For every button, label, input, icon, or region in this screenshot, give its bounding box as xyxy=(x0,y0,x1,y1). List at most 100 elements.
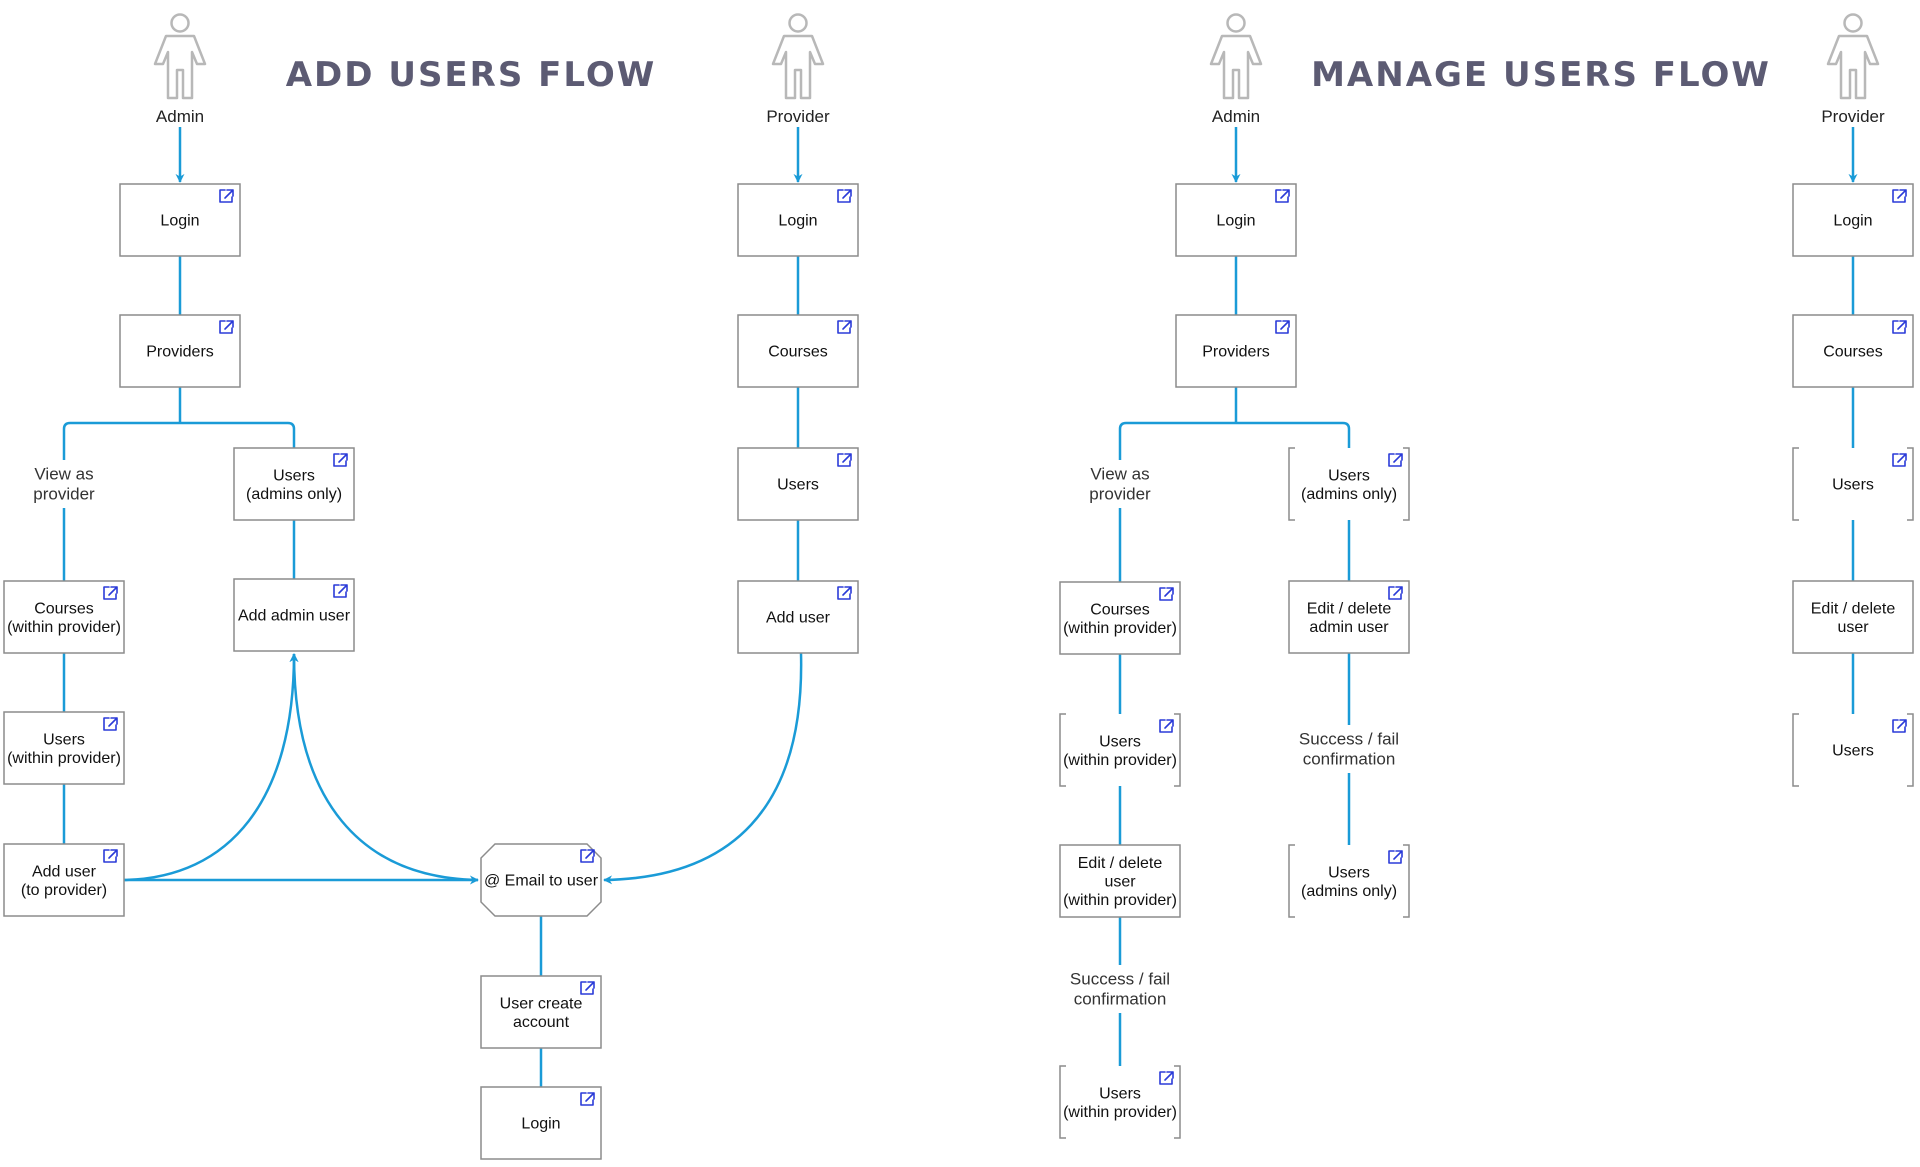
node-label: (admins only) xyxy=(246,486,342,503)
external-link-icon[interactable] xyxy=(837,189,852,203)
external-link-icon[interactable] xyxy=(1275,189,1290,203)
node-providers[interactable]: Providers xyxy=(119,314,241,388)
person-icon xyxy=(1826,34,1880,100)
node-label: (admins only) xyxy=(1301,486,1397,503)
node-login[interactable]: Login xyxy=(480,1086,602,1160)
node-label: Login xyxy=(1216,213,1255,230)
actor-provider: Provider xyxy=(1821,13,1885,126)
connector-email-addadmin xyxy=(289,653,479,882)
node-label: (to provider) xyxy=(21,882,107,899)
node-box xyxy=(119,183,241,257)
node-courses[interactable]: Courses xyxy=(737,314,859,388)
external-link-icon[interactable] xyxy=(1159,1071,1174,1085)
node-users[interactable]: Users xyxy=(737,447,859,521)
external-link-icon[interactable] xyxy=(1388,453,1403,467)
node-users[interactable]: Users xyxy=(1792,447,1914,521)
node-label: Success / fail xyxy=(1070,970,1170,989)
actor-label: Provider xyxy=(1821,107,1885,126)
external-link-icon[interactable] xyxy=(837,586,852,600)
external-link-icon[interactable] xyxy=(1892,719,1907,733)
external-link-icon[interactable] xyxy=(333,584,348,598)
connector-providers-branch xyxy=(62,387,296,466)
node-add-user-to-provider[interactable]: Add user (to provider) xyxy=(3,843,125,917)
node-brackets xyxy=(1059,1065,1181,1139)
node-label: Users xyxy=(777,477,819,494)
external-link-icon[interactable] xyxy=(1892,189,1907,203)
node-login[interactable]: Login xyxy=(1175,183,1297,257)
node-label: Users xyxy=(1832,477,1874,494)
external-link-icon[interactable] xyxy=(837,320,852,334)
node-brackets xyxy=(1288,844,1410,918)
external-link-icon[interactable] xyxy=(580,981,595,995)
node-box xyxy=(1792,314,1914,388)
connector-adduser-email-provider xyxy=(603,652,803,885)
node-login[interactable]: Login xyxy=(737,183,859,257)
actor-admin: Admin xyxy=(153,13,207,126)
node-label: Login xyxy=(160,213,199,230)
node-users-admins-only[interactable]: Users (admins only) xyxy=(233,447,355,521)
node-courses[interactable]: Courses xyxy=(1792,314,1914,388)
node-label: Providers xyxy=(1202,344,1270,361)
node-users-admins-only[interactable]: Users (admins only) xyxy=(1288,447,1410,521)
node-add-user[interactable]: Add user xyxy=(737,580,859,654)
node-label: (within provider) xyxy=(1063,1104,1177,1121)
person-head-icon xyxy=(170,13,190,33)
external-link-icon[interactable] xyxy=(219,320,234,334)
manage-users-flow-title: MANAGE USERS FLOW xyxy=(1311,55,1771,95)
external-link-icon[interactable] xyxy=(837,453,852,467)
external-link-icon[interactable] xyxy=(580,849,595,863)
external-link-icon[interactable] xyxy=(103,849,118,863)
external-link-icon[interactable] xyxy=(1388,586,1403,600)
external-link-icon[interactable] xyxy=(103,717,118,731)
node-label: Users xyxy=(273,467,315,484)
node-label: Add user xyxy=(32,863,97,880)
label-background xyxy=(1058,460,1182,508)
node-providers[interactable]: Providers xyxy=(1175,314,1297,388)
node-email-to-user[interactable]: @ Email to user xyxy=(480,843,602,917)
external-link-icon[interactable] xyxy=(103,586,118,600)
node-label: Users xyxy=(1328,864,1370,881)
node-login[interactable]: Login xyxy=(1792,183,1914,257)
node-label: View as xyxy=(34,465,93,484)
node-label: user xyxy=(1104,874,1136,891)
external-link-icon[interactable] xyxy=(1275,320,1290,334)
node-add-admin-user[interactable]: Add admin user xyxy=(233,578,355,652)
external-link-icon[interactable] xyxy=(1159,587,1174,601)
node-label: (admins only) xyxy=(1301,883,1397,900)
node-label: (within provider) xyxy=(7,750,121,767)
person-head-icon xyxy=(788,13,808,33)
node-courses-within-provider[interactable]: Courses(within provider) xyxy=(1059,581,1181,655)
external-link-icon[interactable] xyxy=(580,1092,595,1106)
actor-label: Provider xyxy=(766,107,830,126)
label-background xyxy=(1058,965,1182,1013)
node-label: Users xyxy=(1099,1085,1141,1102)
node-users[interactable]: Users xyxy=(1792,713,1914,787)
node-login[interactable]: Login xyxy=(119,183,241,257)
external-link-icon[interactable] xyxy=(333,453,348,467)
external-link-icon[interactable] xyxy=(219,189,234,203)
node-label: Users xyxy=(1328,467,1370,484)
node-users-within-provider[interactable]: Users(within provider) xyxy=(1059,713,1181,787)
node-users-within-provider[interactable]: Users (within provider) xyxy=(1059,1065,1181,1139)
external-link-icon[interactable] xyxy=(1892,453,1907,467)
actor-label: Admin xyxy=(156,107,204,126)
node-brackets xyxy=(1288,447,1410,521)
node-label: Users xyxy=(43,731,85,748)
person-head-icon xyxy=(1843,13,1863,33)
node-courses-within-provider[interactable]: Courses(within provider) xyxy=(3,580,125,654)
external-link-icon[interactable] xyxy=(1159,719,1174,733)
external-link-icon[interactable] xyxy=(1892,320,1907,334)
node-label: Providers xyxy=(146,344,214,361)
external-link-icon[interactable] xyxy=(1388,850,1403,864)
node-label: Courses xyxy=(1823,344,1883,361)
node-users-within-provider[interactable]: Users (within provider) xyxy=(3,711,125,785)
node-users-admins-only[interactable]: Users (admins only) xyxy=(1288,844,1410,918)
node-label: Courses xyxy=(1090,601,1150,618)
